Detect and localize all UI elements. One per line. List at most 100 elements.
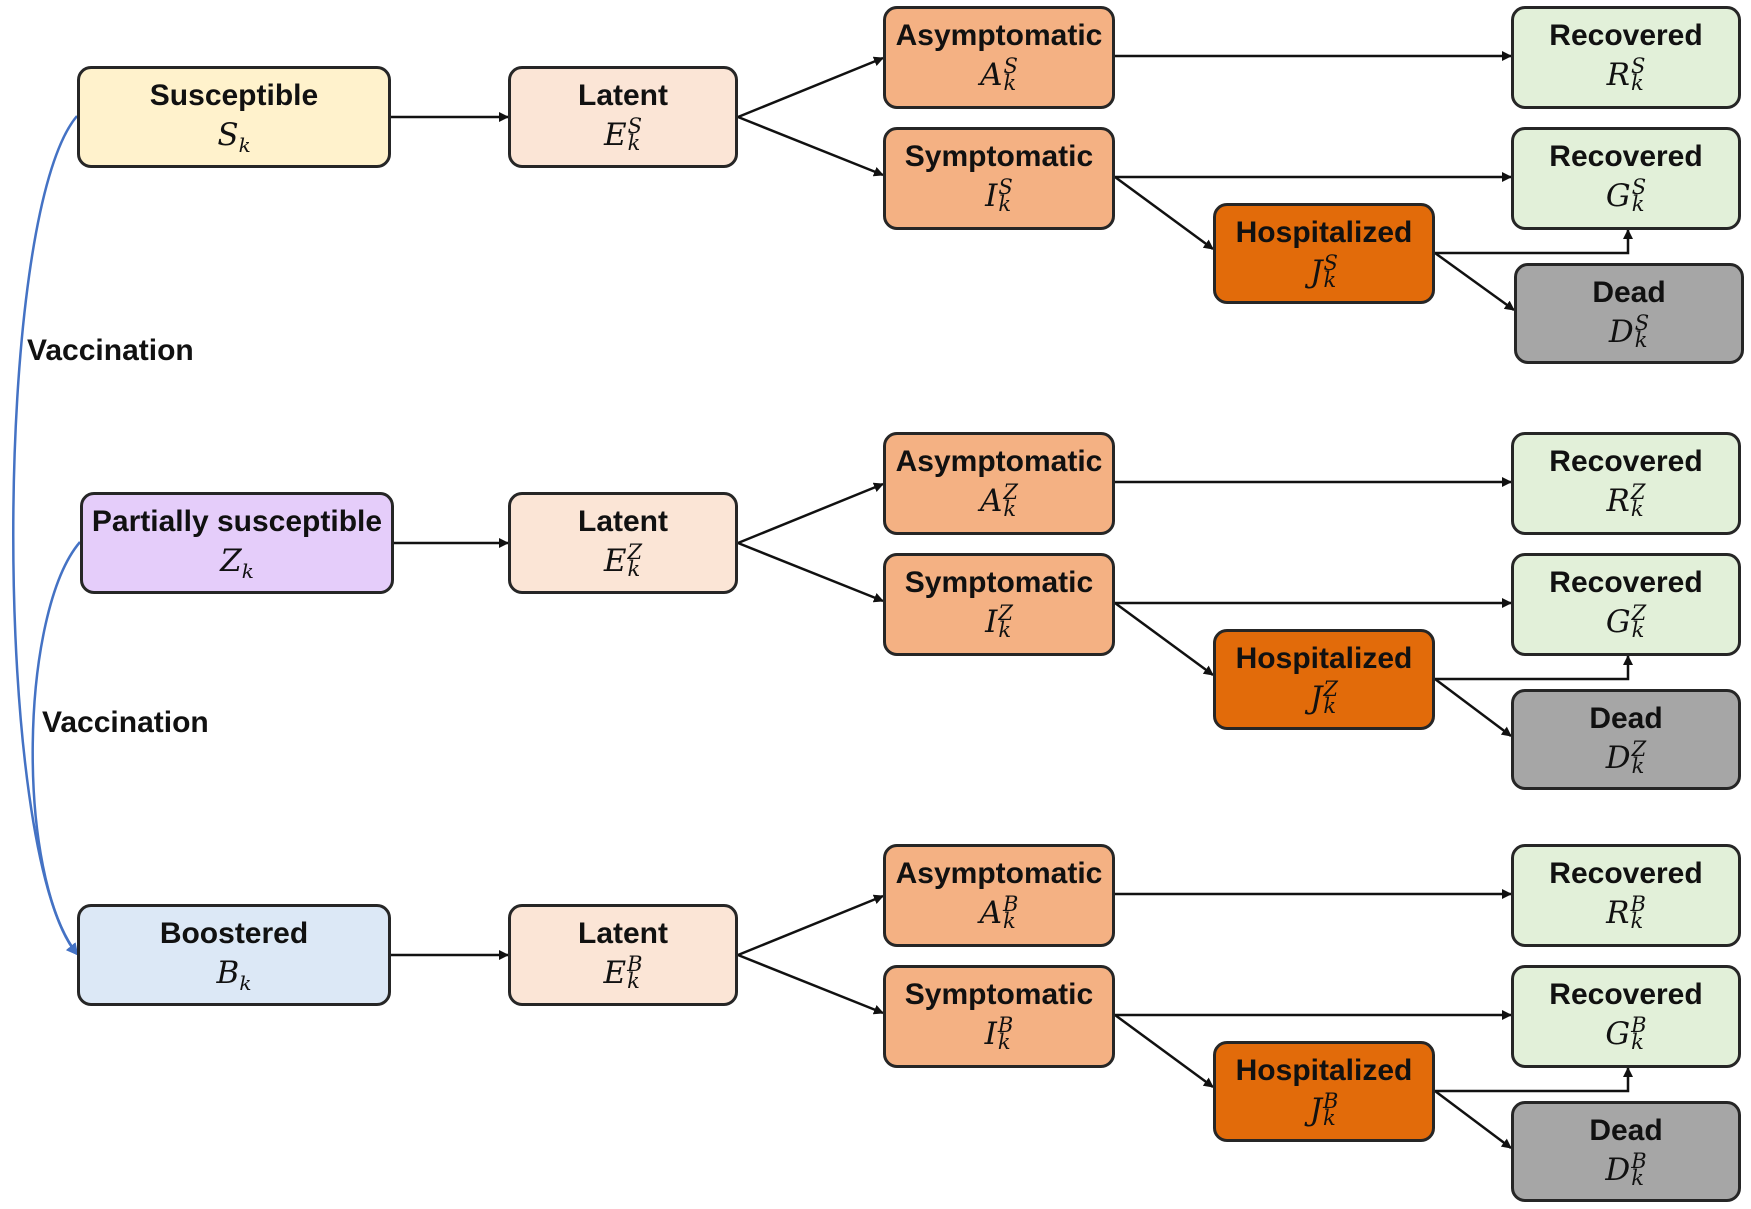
symbol-subscript: k (1630, 70, 1644, 95)
symbol-subscript: k (1631, 191, 1645, 216)
symbol-subscript: k (239, 971, 252, 996)
symbol-superscript: B (997, 1012, 1014, 1037)
symbol-superscript: S (1003, 53, 1018, 78)
symbol-base: G (1605, 1016, 1631, 1052)
s-recovered-a-label: Recovered (1549, 19, 1703, 52)
s-compartment-symbol: Sk (217, 115, 250, 165)
s-hospitalized-to-recovered-arrow (1435, 229, 1633, 255)
z-dead-label: Dead (1589, 702, 1663, 735)
symbol-base: Z (220, 543, 242, 579)
symbol-base: J (1310, 254, 1323, 290)
symbol-base: S (217, 117, 239, 153)
symbol-superscript: B (1002, 891, 1019, 916)
s-hospitalized-to-dead-arrow (1434, 251, 1515, 312)
symbol-base: G (1605, 178, 1631, 214)
symbol-base: D (1608, 314, 1634, 350)
z-hospitalized-to-recovered-arrow (1435, 655, 1633, 681)
symbol-subscript: k (1002, 908, 1016, 933)
symbol-base: E (603, 543, 627, 579)
symbol-subscript: k (1003, 70, 1017, 95)
symbol-base: E (603, 955, 627, 991)
s-hospitalized-label: Hospitalized (1235, 216, 1413, 249)
symbol-base: A (980, 483, 1003, 519)
symbol-subscript: k (1630, 908, 1644, 933)
b-symptomatic-label: Symptomatic (904, 978, 1094, 1011)
z-compartment-symbol: Zk (220, 541, 254, 591)
b-hospitalized-to-recovered-arrow (1435, 1067, 1633, 1093)
symbol-superscript: S (1634, 310, 1650, 335)
symbol-base: I (984, 1016, 997, 1052)
symbol-subscript: k (997, 1029, 1011, 1054)
b-latent-to-symptomatic-arrow (737, 953, 884, 1015)
b-symptomatic-to-hospitalized-arrow (1114, 1013, 1214, 1089)
symbol-superscript: S (627, 113, 643, 138)
symbol-subscript: k (238, 133, 251, 158)
symbol-superscript: B (627, 951, 643, 976)
symbol-base: I (985, 178, 998, 214)
symbol-superscript: Z (1631, 600, 1647, 625)
symbol-base: D (1605, 1152, 1631, 1188)
symbol-subscript: k (1634, 327, 1648, 352)
symbol-subscript: k (627, 556, 641, 581)
z-compartment-label: Partially susceptible (91, 505, 383, 538)
symbol-superscript: S (998, 174, 1013, 199)
symbol-subscript: k (1323, 267, 1337, 292)
symbol-superscript: B (1631, 1148, 1647, 1173)
z-latent-to-symptomatic-arrow (737, 541, 884, 603)
s-symptomatic-label: Symptomatic (904, 140, 1094, 173)
s-latent-to-asymptomatic-arrow (737, 56, 884, 119)
b-compartment-label: Boostered (159, 917, 309, 950)
symbol-superscript: Z (1323, 676, 1339, 701)
z-symptomatic-to-hospitalized-arrow (1114, 601, 1214, 677)
symbol-subscript: k (1323, 693, 1337, 718)
symbol-subscript: k (1323, 1105, 1336, 1130)
s-symptomatic-to-hospitalized-arrow (1114, 175, 1214, 251)
s-dead-label: Dead (1592, 276, 1666, 309)
symbol-base: E (603, 117, 627, 153)
z-latent-label: Latent (578, 505, 668, 538)
symbol-subscript: k (1631, 753, 1645, 778)
s-latent-label: Latent (578, 79, 668, 112)
symbol-superscript: S (1631, 174, 1647, 199)
